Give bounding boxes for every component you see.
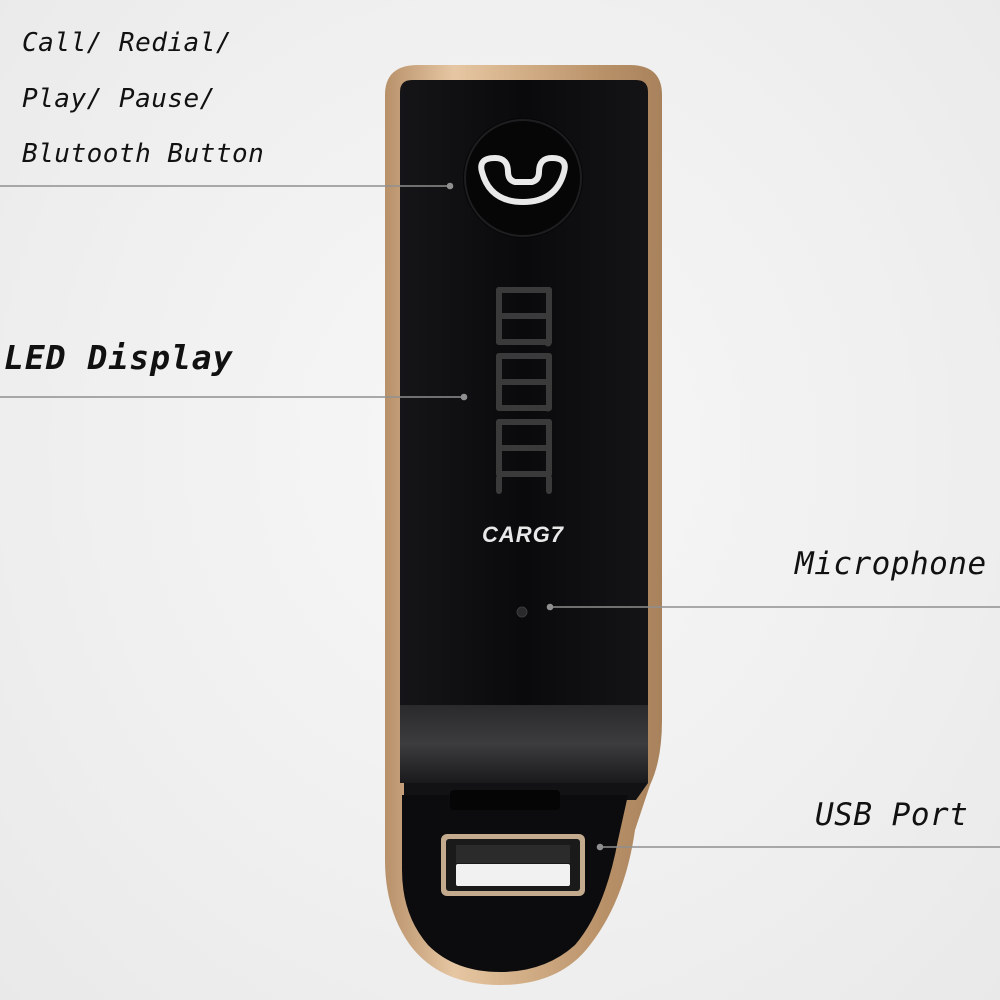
call-button-label-line-1: Call/ Redial/: [22, 28, 232, 58]
led-digit: [496, 287, 552, 345]
usb-port-label: USB Port: [815, 797, 969, 833]
led-decimal-dot: [544, 404, 552, 412]
phone-handset-icon: [478, 155, 568, 205]
microphone-hole: [516, 606, 528, 618]
led-digit: [496, 353, 552, 411]
call-button-label-line-2: Play/ Pause/: [22, 84, 216, 114]
led-digit: [496, 475, 552, 494]
call-button-label-line-3: Blutooth Button: [22, 139, 265, 169]
led-decimal-dot: [544, 339, 552, 347]
device-face: [400, 80, 648, 705]
brand-logo: CARG7: [482, 522, 565, 547]
call-button[interactable]: [463, 118, 583, 238]
device-band: [400, 705, 648, 783]
microphone-label: Microphone: [795, 546, 987, 582]
led-digit: [496, 419, 552, 477]
led-display-label: LED Display: [4, 338, 234, 377]
usb-port[interactable]: [441, 834, 585, 896]
led-display: [496, 287, 552, 494]
